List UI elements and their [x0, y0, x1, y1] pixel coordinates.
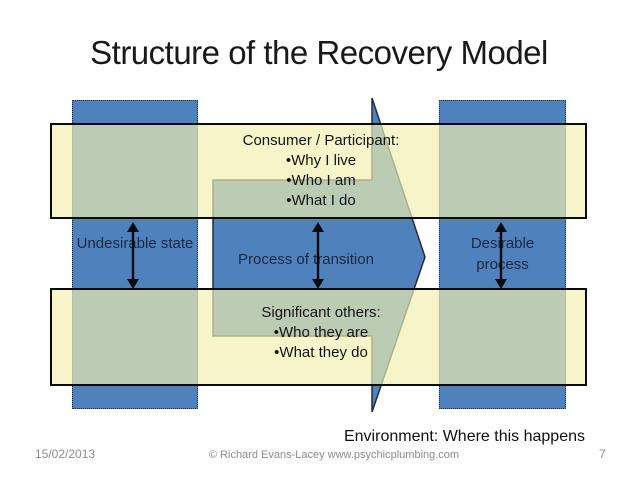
desirable-process-label: Desirable process	[470, 235, 535, 273]
consumer-textblock: Consumer / Participant: •Why I live •Who…	[201, 131, 441, 211]
undesirable-state-label: Undesirable state	[76, 235, 194, 252]
consumer-heading: Consumer / Participant:	[242, 132, 400, 149]
consumer-bullet-3: •What I do	[286, 192, 356, 209]
environment-note: Environment: Where this happens	[343, 428, 585, 445]
consumer-band	[50, 123, 587, 219]
consumer-bullet-2: •Who I am	[286, 172, 356, 189]
significant-band	[50, 288, 587, 386]
footer-page-number: 7	[599, 447, 606, 461]
significant-bullet-1: •Who they are	[273, 324, 369, 341]
significant-heading: Significant others:	[261, 304, 381, 321]
consumer-bullet-1: •Why I live	[285, 152, 357, 169]
footer-copyright: © Richard Evans-Lacey www.psychicplumbin…	[208, 449, 460, 461]
significant-textblock: Significant others: •Who they are •What …	[201, 303, 441, 363]
process-of-transition-label: Process of transition	[238, 251, 374, 268]
slide-title: Structure of the Recovery Model	[90, 34, 548, 71]
significant-bullet-2: •What they do	[274, 344, 368, 361]
footer-date: 15/02/2013	[35, 447, 96, 461]
